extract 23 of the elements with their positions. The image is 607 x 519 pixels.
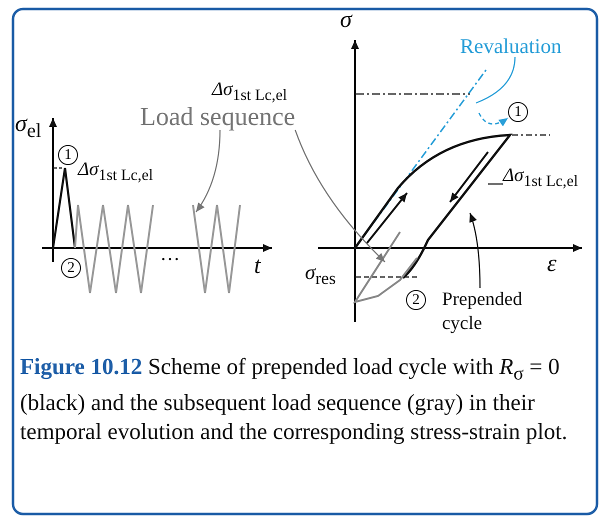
- stress-label: Δσ$_{1st Lc,el}$: [212, 80, 288, 104]
- leader-line: [196, 130, 221, 212]
- leader-line: [294, 130, 386, 262]
- axis-label: σ: [340, 8, 352, 32]
- axis-label: σ$_{res}$: [305, 262, 336, 288]
- callout-number: 2: [406, 290, 426, 310]
- leader-line: [469, 212, 481, 288]
- figure-caption: Figure 10.12 Scheme of prepended load cycle with R$_{σ}$ = 0 (black) and the subsequent load sequence (gray) in their temporal evolution and the corresponding stress-strain plot.: [20, 353, 568, 446]
- callout-number: 1: [508, 102, 528, 122]
- leader-line: [476, 56, 516, 104]
- leader-line: [488, 183, 503, 185]
- curve-label: Revaluation: [460, 36, 562, 57]
- stress-label: Δσ$_{1st Lc,el}$: [503, 166, 578, 190]
- curve-label: Load sequence: [140, 104, 296, 130]
- ellipsis: …: [160, 244, 180, 264]
- callout-number: 1: [58, 145, 78, 165]
- arrow: [478, 112, 508, 126]
- stress-label: Δσ$_{1st Lc,el}$: [78, 160, 154, 184]
- axis-label: t: [254, 254, 261, 278]
- axis-label: ε: [547, 252, 556, 276]
- callout-number: 2: [61, 258, 81, 278]
- axis-label: σ$_{el}$: [15, 112, 42, 141]
- curve-label: Prepended cycle: [442, 288, 537, 336]
